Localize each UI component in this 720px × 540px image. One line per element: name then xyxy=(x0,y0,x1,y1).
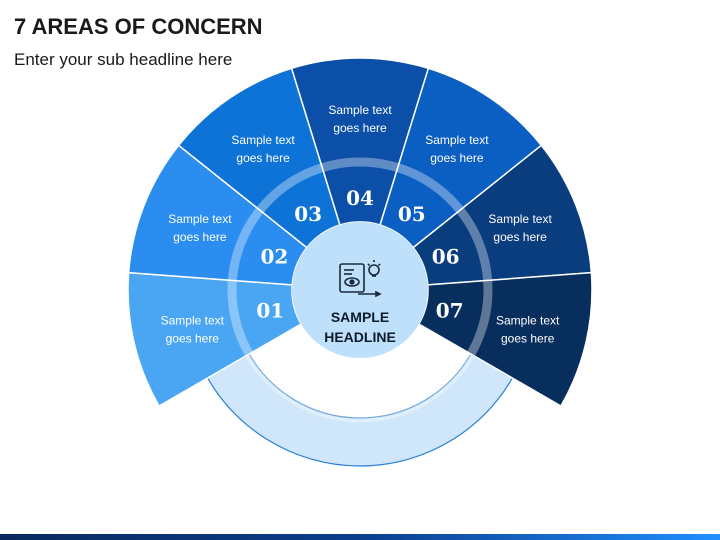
segment-02-number: 02 xyxy=(260,244,288,268)
segment-04-text-line-1: Sample text xyxy=(328,103,392,117)
segment-05-number: 05 xyxy=(398,202,426,226)
segment-02-text-line-1: Sample text xyxy=(168,212,232,226)
segment-03-text-line-1: Sample text xyxy=(231,133,295,147)
segment-04-text-line-2: goes here xyxy=(333,121,387,135)
footer-bar xyxy=(0,534,720,540)
segment-07-number: 07 xyxy=(436,298,464,322)
segment-06-text-line-1: Sample text xyxy=(488,212,552,226)
segment-03-text-line-2: goes here xyxy=(236,151,290,165)
page-subtitle: Enter your sub headline here xyxy=(14,50,233,69)
segment-01-text-line-2: goes here xyxy=(166,331,220,345)
segment-07-text-line-2: goes here xyxy=(501,331,555,345)
center-line-1: SAMPLE xyxy=(331,309,389,325)
segment-01-text-line-1: Sample text xyxy=(161,313,225,327)
page-title: 7 AREAS OF CONCERN xyxy=(14,14,263,39)
inner-ring xyxy=(227,157,493,423)
document-eye-lightbulb-icon xyxy=(339,260,382,298)
segment-05-text-line-2: goes here xyxy=(430,151,484,165)
segment-06-text-line-2: goes here xyxy=(493,230,547,244)
segment-01-number: 01 xyxy=(256,298,284,322)
segment-03-number: 03 xyxy=(294,202,322,226)
segment-02-text-line-2: goes here xyxy=(173,230,227,244)
center-line-2: HEADLINE xyxy=(324,329,396,345)
segment-07-text-line-1: Sample text xyxy=(496,313,560,327)
segment-05-text-line-1: Sample text xyxy=(425,133,489,147)
center-circle xyxy=(292,222,428,358)
segment-06-number: 06 xyxy=(432,244,460,268)
lower-ring xyxy=(206,353,514,467)
segment-04-number: 04 xyxy=(346,186,374,210)
